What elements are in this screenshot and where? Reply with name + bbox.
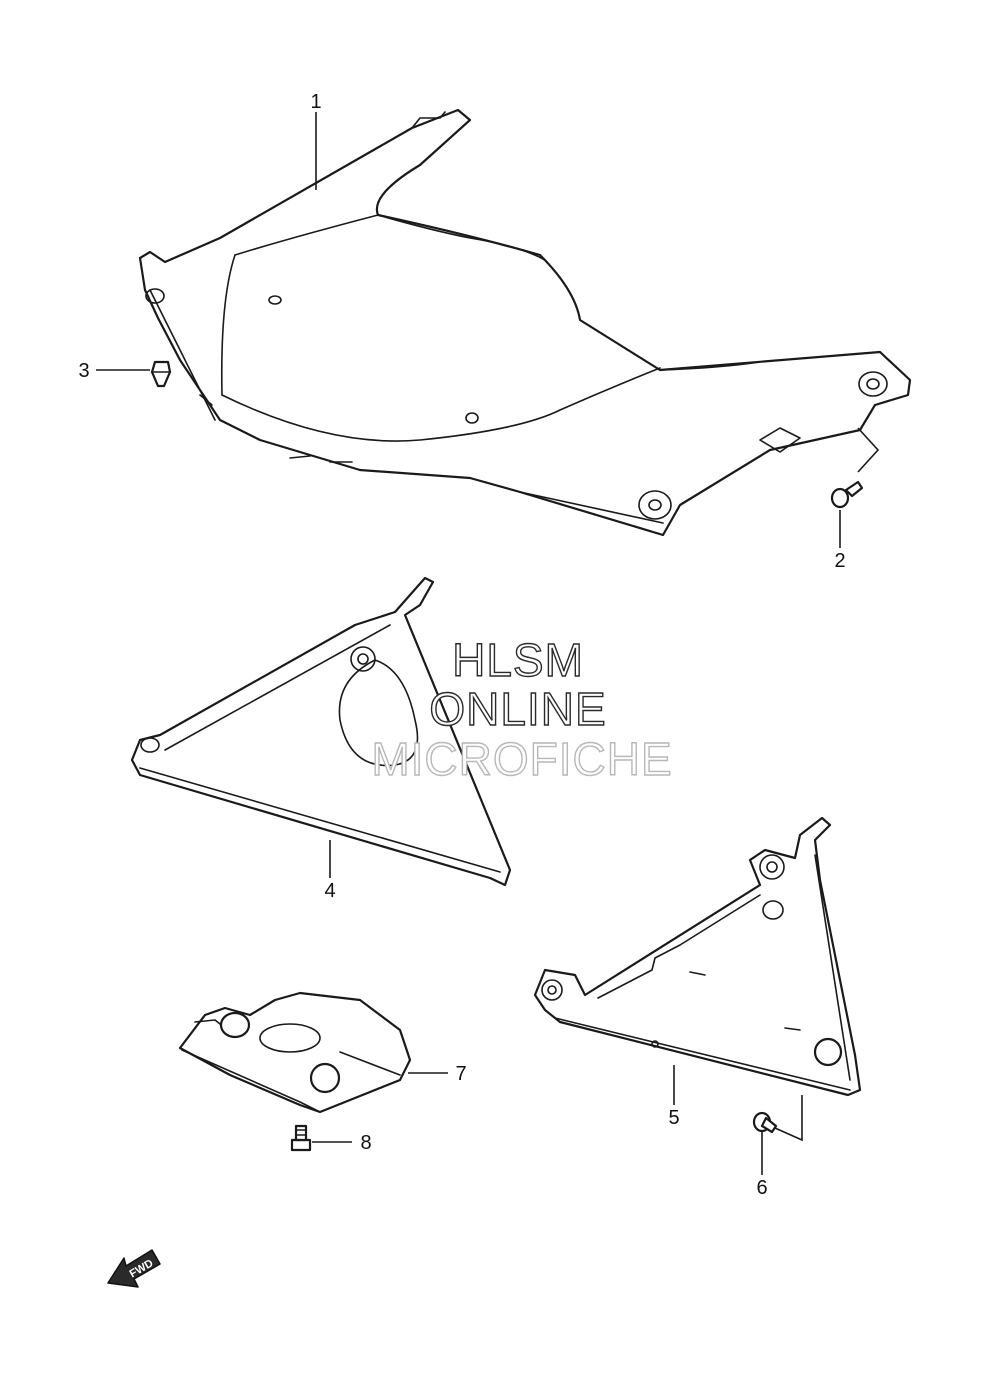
callout-1: 1 [310, 91, 321, 113]
part-4-middle-cover [130, 576, 512, 887]
part-6-screw [752, 1111, 778, 1134]
callout-6: 6 [756, 1177, 767, 1199]
part-1-upper-cover [138, 108, 912, 537]
fwd-arrow-icon: FWD [107, 1249, 161, 1288]
part-7-bracket [178, 991, 412, 1114]
callout-2: 2 [834, 550, 845, 572]
part-8-bolt [290, 1124, 312, 1152]
callout-3: 3 [78, 360, 89, 382]
watermark-line-3: MICROFICHE [371, 733, 672, 785]
leader-lines [96, 112, 880, 1175]
part-5-lower-cover [533, 816, 862, 1097]
callout-5: 5 [668, 1107, 679, 1129]
fwd-label: FWD [128, 1257, 156, 1280]
callout-8: 8 [360, 1132, 371, 1154]
part-2-screw [830, 480, 864, 509]
part-3-clip [150, 360, 172, 388]
callout-7: 7 [455, 1063, 466, 1085]
watermark-line-1: HLSM [452, 634, 584, 686]
callout-4: 4 [324, 880, 335, 902]
watermark-line-2: ONLINE [429, 683, 606, 735]
